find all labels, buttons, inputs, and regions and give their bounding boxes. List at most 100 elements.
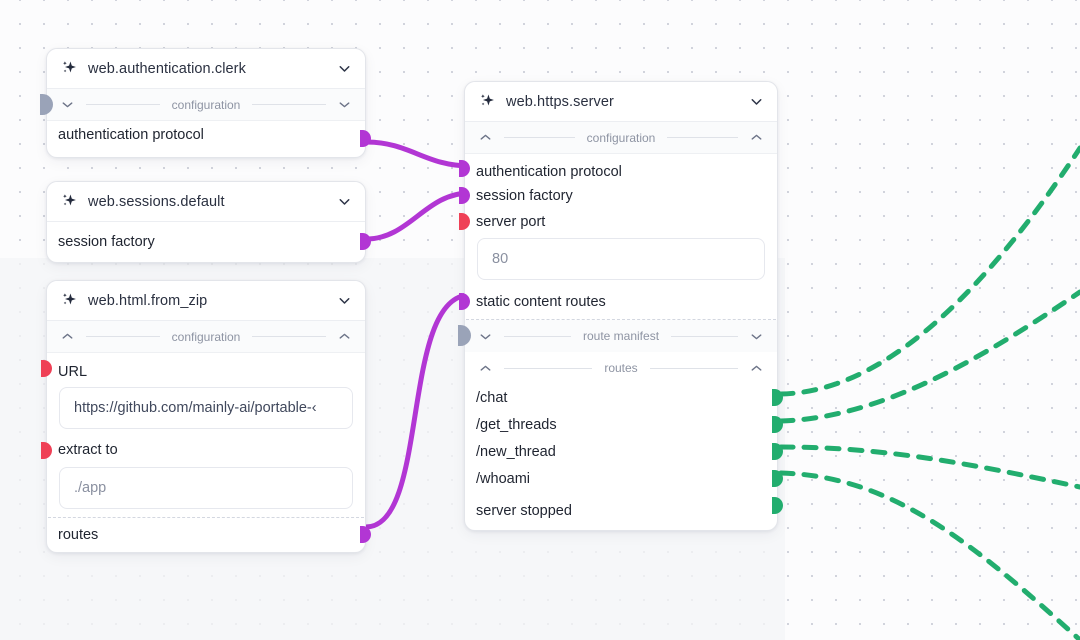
- chevron-up-icon[interactable]: [477, 129, 494, 146]
- edge-route-whoami: [778, 470, 1080, 640]
- field-static-content-routes[interactable]: static content routes: [459, 288, 777, 315]
- chevron-down-icon[interactable]: [477, 328, 494, 345]
- field-label: static content routes: [476, 293, 606, 310]
- field-session-factory[interactable]: session factory: [47, 222, 371, 262]
- chevron-up-icon[interactable]: [59, 328, 76, 345]
- route-row-chat[interactable]: /chat: [465, 384, 783, 411]
- chevron-up-icon[interactable]: [748, 360, 765, 377]
- section-collapsed-port[interactable]: [40, 94, 53, 115]
- node-title: web.sessions.default: [88, 193, 225, 210]
- field-label: session factory: [58, 234, 155, 250]
- output-port-chat[interactable]: [772, 389, 783, 406]
- sparkle-icon: [63, 194, 76, 206]
- route-row-get-threads[interactable]: /get_threads: [465, 411, 783, 438]
- field-extract-to[interactable]: extract to: [41, 437, 365, 463]
- section-configuration[interactable]: configuration: [40, 89, 365, 121]
- chevron-down-icon[interactable]: [336, 193, 353, 210]
- chevron-down-icon[interactable]: [336, 96, 353, 113]
- node-web-authentication-clerk[interactable]: web.authentication.clerk configuration a…: [40, 48, 371, 158]
- output-port-routes[interactable]: [360, 526, 371, 543]
- section-divider-right: [252, 336, 326, 337]
- input-port-url[interactable]: [41, 360, 52, 377]
- field-label: authentication protocol: [476, 163, 622, 180]
- section-divider-left: [86, 104, 160, 105]
- chevron-down-icon[interactable]: [336, 292, 353, 309]
- input-port-server-port[interactable]: [459, 213, 470, 230]
- node-title: web.html.from_zip: [88, 292, 208, 309]
- node-title: web.authentication.clerk: [88, 60, 246, 77]
- field-url[interactable]: URL: [41, 353, 365, 383]
- section-dashed-separator: [466, 319, 776, 320]
- output-port-new-thread[interactable]: [772, 443, 783, 460]
- node-web-sessions-default[interactable]: web.sessions.default session factory: [46, 181, 371, 263]
- field-server-port[interactable]: server port: [459, 209, 777, 234]
- sparkle-icon: [63, 61, 76, 73]
- edge-clerk-to-auth-protocol: [363, 139, 473, 169]
- section-label: configuration: [171, 97, 241, 112]
- node-header[interactable]: web.https.server: [465, 82, 777, 122]
- sparkle-icon: [63, 293, 76, 305]
- input-port-static-content-routes[interactable]: [459, 293, 470, 310]
- field-authentication-protocol[interactable]: authentication protocol: [47, 121, 371, 157]
- route-label: /new_thread: [476, 443, 556, 460]
- sparkle-icon: [481, 94, 494, 106]
- section-dashed-separator: [48, 517, 364, 518]
- node-web-html-from-zip[interactable]: web.html.from_zip configuration URL http…: [41, 280, 371, 553]
- input-port-extract-to[interactable]: [41, 442, 52, 459]
- node-title: web.https.server: [506, 93, 614, 110]
- node-header[interactable]: web.html.from_zip: [47, 281, 365, 321]
- section-divider-left: [504, 137, 575, 138]
- section-divider-left: [504, 335, 571, 337]
- section-label: configuration: [171, 329, 241, 344]
- section-label: routes: [604, 361, 638, 375]
- section-routes[interactable]: routes: [465, 352, 777, 384]
- output-port-get-threads[interactable]: [772, 416, 783, 433]
- field-label: extract to: [58, 442, 118, 458]
- edge-route-get-threads: [778, 289, 1080, 424]
- chevron-down-icon[interactable]: [748, 93, 765, 110]
- node-header[interactable]: web.sessions.default: [47, 182, 365, 222]
- edge-sessions-to-session-factory: [363, 190, 473, 242]
- section-divider-left: [86, 336, 160, 337]
- url-input[interactable]: https://github.com/mainly-ai/portable-‹: [59, 387, 353, 429]
- node-header[interactable]: web.authentication.clerk: [47, 49, 365, 89]
- input-port-authentication-protocol[interactable]: [459, 160, 470, 177]
- route-label: /chat: [476, 389, 508, 406]
- section-collapsed-port[interactable]: [458, 325, 471, 346]
- extract-to-input[interactable]: ./app: [59, 467, 353, 509]
- edge-routes-to-static-content: [363, 292, 473, 530]
- output-port-whoami[interactable]: [772, 470, 783, 487]
- server-port-input[interactable]: 80: [477, 238, 765, 280]
- route-label: server stopped: [476, 503, 572, 519]
- field-label: URL: [58, 363, 88, 380]
- output-port-session-factory[interactable]: [360, 233, 371, 250]
- section-divider-right: [671, 335, 739, 337]
- output-port-authentication-protocol[interactable]: [360, 130, 371, 147]
- route-label: /get_threads: [476, 416, 557, 433]
- chevron-up-icon[interactable]: [748, 129, 765, 146]
- chevron-down-icon[interactable]: [336, 60, 353, 77]
- chevron-down-icon[interactable]: [748, 328, 765, 345]
- output-port-server-stopped[interactable]: [772, 497, 783, 514]
- route-row-whoami[interactable]: /whoami: [465, 465, 783, 492]
- input-port-session-factory[interactable]: [459, 187, 470, 204]
- field-session-factory[interactable]: session factory: [459, 182, 777, 209]
- field-authentication-protocol[interactable]: authentication protocol: [459, 154, 777, 182]
- edge-route-new-thread: [778, 444, 1080, 490]
- field-label: routes: [58, 527, 99, 543]
- section-route-manifest[interactable]: route manifest: [458, 320, 777, 352]
- route-row-new-thread[interactable]: /new_thread: [465, 438, 783, 465]
- node-web-https-server[interactable]: web.https.server configuration authentic…: [458, 81, 783, 531]
- section-divider-right: [252, 104, 326, 105]
- route-label: /whoami: [476, 470, 530, 487]
- section-configuration[interactable]: configuration: [465, 122, 777, 154]
- chevron-up-icon[interactable]: [477, 360, 494, 377]
- chevron-down-icon[interactable]: [59, 96, 76, 113]
- section-configuration[interactable]: configuration: [47, 321, 365, 353]
- route-row-server-stopped[interactable]: server stopped: [465, 492, 783, 530]
- chevron-up-icon[interactable]: [336, 328, 353, 345]
- edge-route-chat: [778, 145, 1080, 397]
- field-routes[interactable]: routes: [47, 518, 371, 552]
- section-label: route manifest: [582, 329, 660, 343]
